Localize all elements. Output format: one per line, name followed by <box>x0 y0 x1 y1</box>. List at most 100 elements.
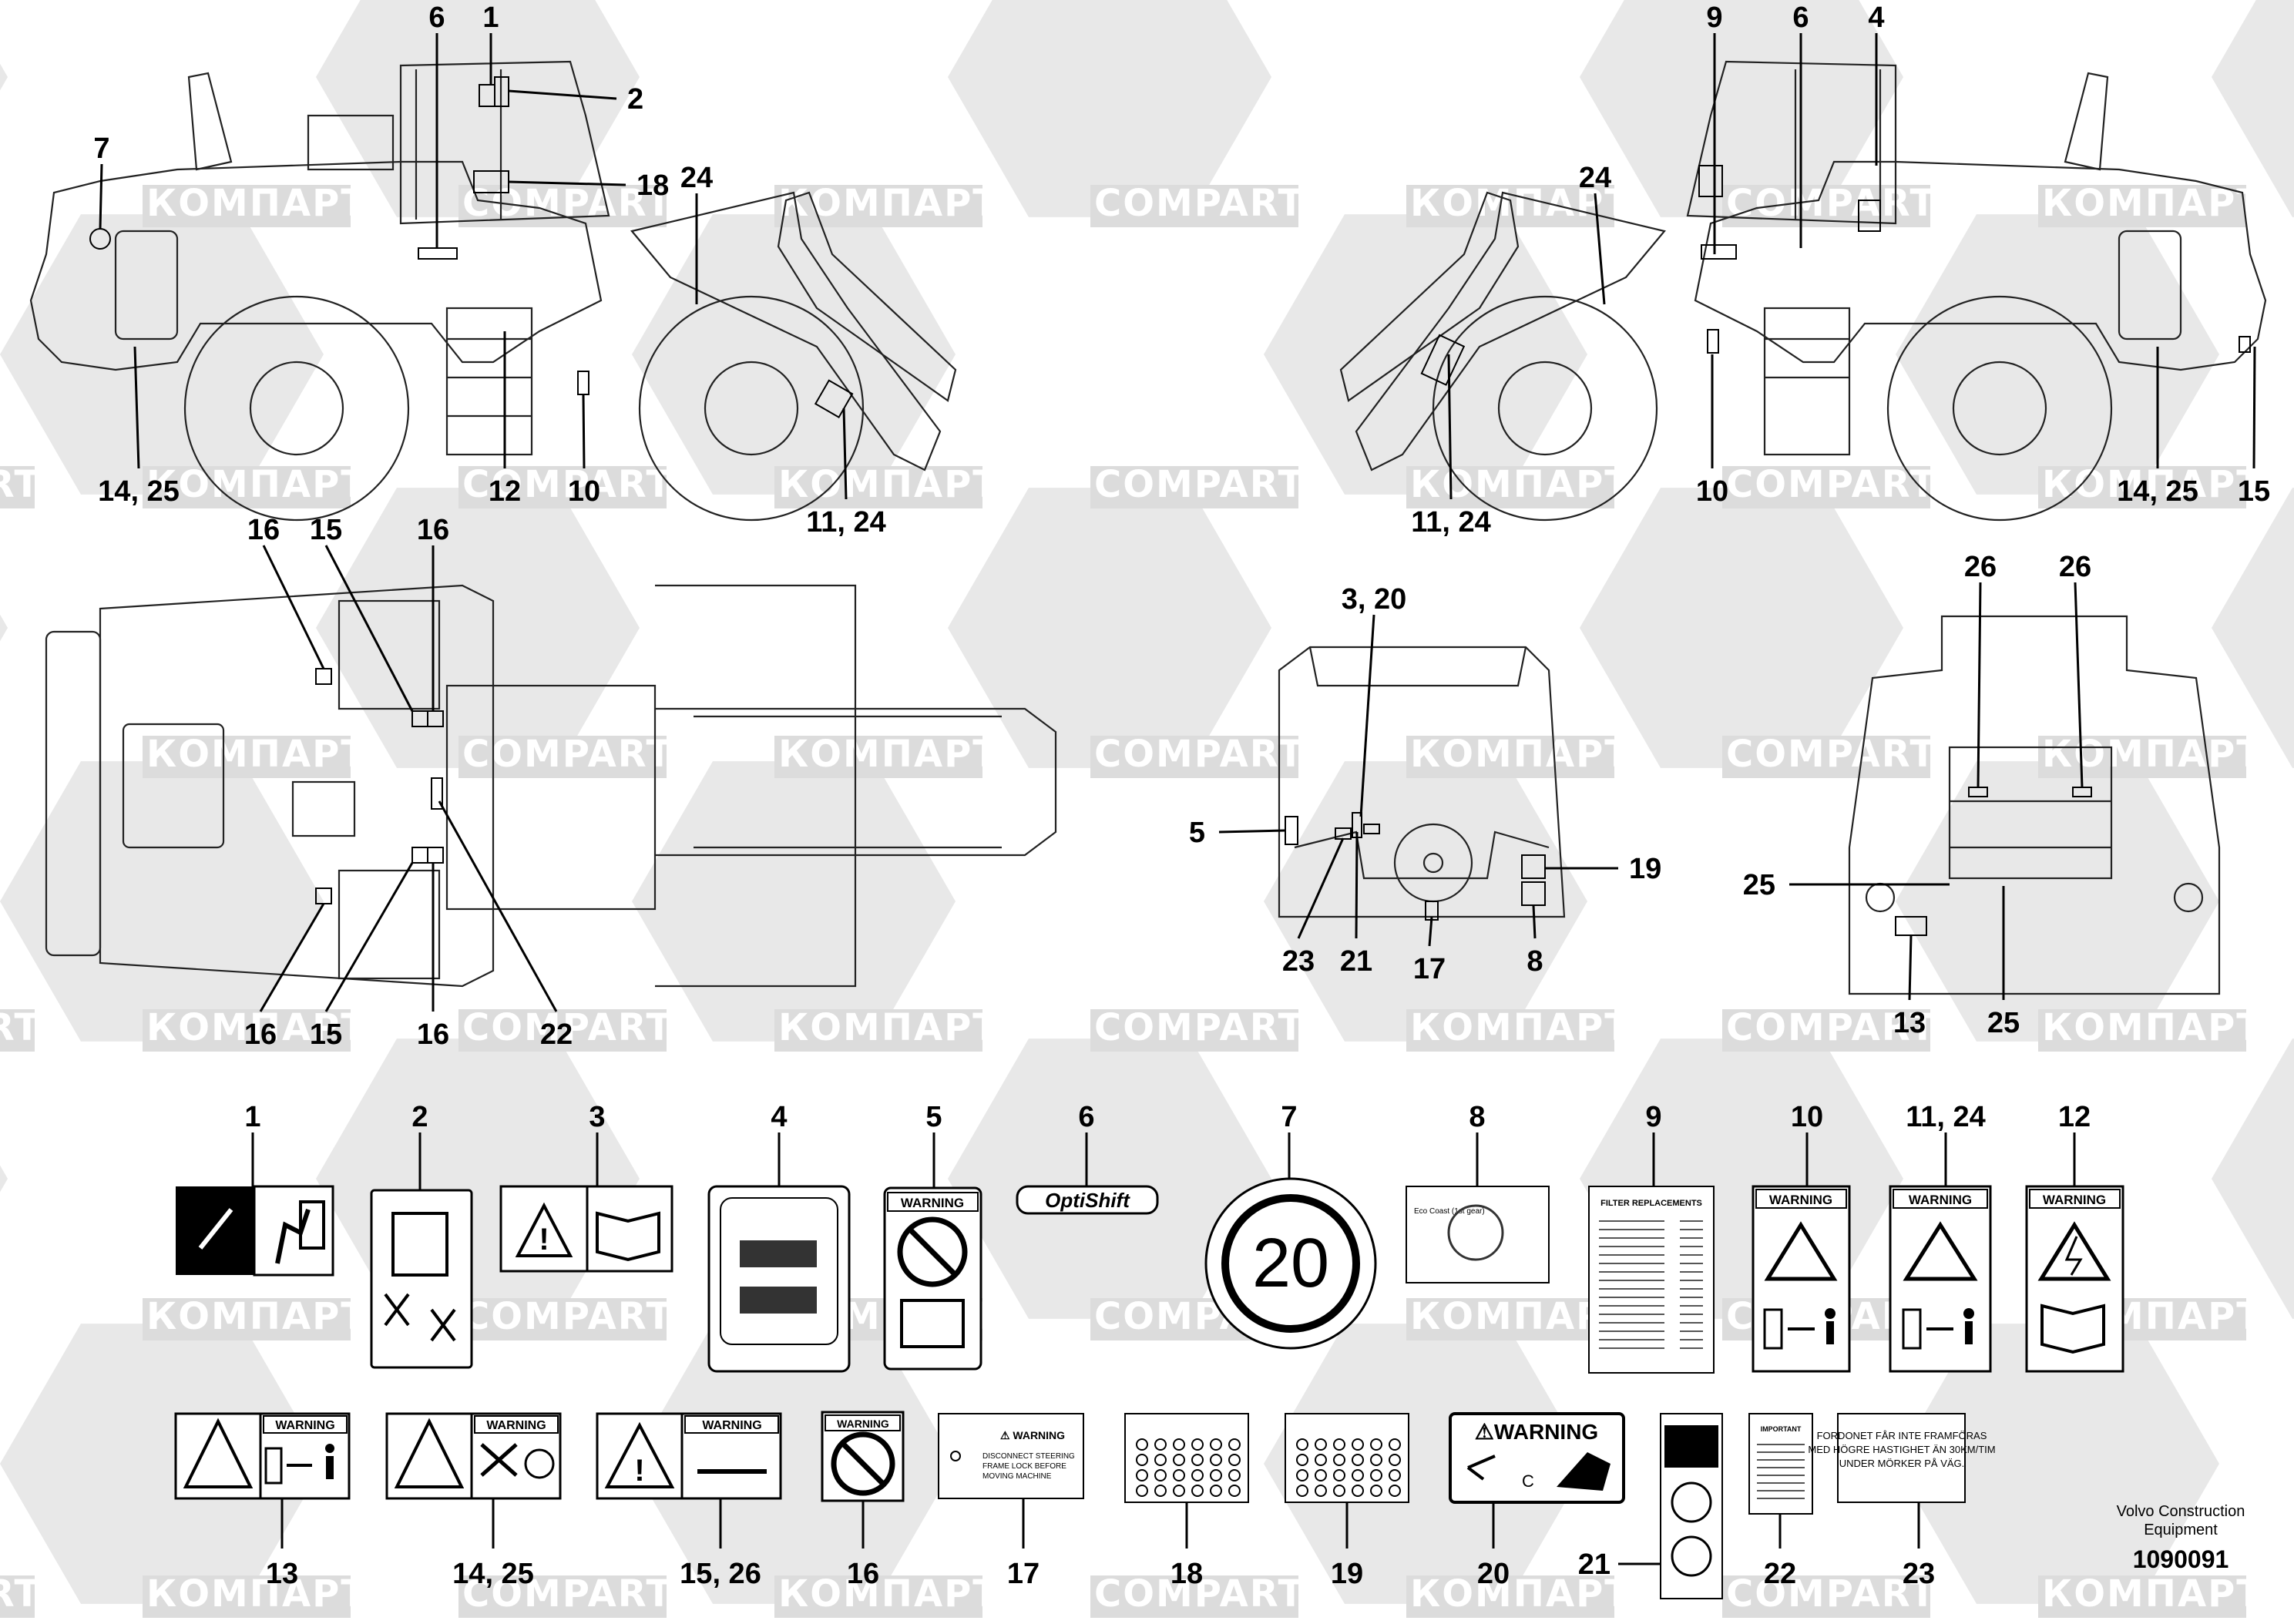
decal-number: 4 <box>771 1101 787 1133</box>
decal-number: 17 <box>1007 1558 1040 1590</box>
decal-number: 7 <box>1281 1101 1297 1133</box>
decal-19-controls <box>1285 1413 1409 1503</box>
decal-21-operator <box>1660 1413 1723 1599</box>
svg-text:!: ! <box>539 1223 549 1257</box>
decal-number: 22 <box>1764 1558 1796 1590</box>
callout-number: 15 <box>310 514 342 546</box>
callout-number: 15 <box>310 1018 342 1051</box>
svg-text:COMPART: COMPART <box>0 1572 41 1616</box>
decal-number: 13 <box>266 1558 298 1590</box>
svg-text:WARNING: WARNING <box>901 1196 964 1210</box>
decal-13-warning: WARNING <box>174 1412 351 1500</box>
svg-text:WARNING: WARNING <box>1769 1193 1832 1207</box>
callout-number: 11, 24 <box>806 506 886 539</box>
decal-7-speed-limit: 20 <box>1204 1177 1377 1350</box>
svg-text:COMPART: COMPART <box>1094 1006 1305 1049</box>
callout-number: 3, 20 <box>1342 583 1407 616</box>
callout-number: 24 <box>1579 162 1611 194</box>
decal-1-emergency-exit <box>176 1185 334 1277</box>
callout-number: 26 <box>1964 551 1997 583</box>
svg-text:КОМПАРТ: КОМПАРТ <box>2042 182 2263 225</box>
decal-number: 2 <box>411 1101 428 1133</box>
callout-number: 22 <box>540 1018 573 1051</box>
decal-number: 3 <box>589 1101 605 1133</box>
svg-text:COMPART: COMPART <box>1726 1006 1936 1049</box>
callout-number: 23 <box>1282 945 1315 978</box>
decal-number: 12 <box>2058 1101 2091 1133</box>
svg-text:КОМПАРТ: КОМПАРТ <box>1410 733 1631 776</box>
callout-number: 10 <box>568 475 600 508</box>
svg-text:КОМПАРТ: КОМПАРТ <box>1410 463 1631 506</box>
decal-5-warning: WARNING <box>883 1186 982 1371</box>
decal-20-warning: ⚠WARNING C <box>1449 1412 1625 1504</box>
svg-text:КОМПАРТ: КОМПАРТ <box>2042 1572 2263 1616</box>
svg-text:OptiShift: OptiShift <box>1045 1189 1130 1212</box>
callout-number: 5 <box>1189 817 1205 849</box>
decal-22-important: IMPORTANT <box>1748 1413 1813 1515</box>
decal-number: 6 <box>1078 1101 1094 1133</box>
decal-3-read-manual: ! <box>499 1185 673 1273</box>
callout-number: 19 <box>1629 853 1661 885</box>
svg-text:COMPART: COMPART <box>462 1006 673 1049</box>
svg-text:20: 20 <box>1252 1225 1329 1302</box>
decal-number: 23 <box>1903 1558 1935 1590</box>
svg-text:IMPORTANT: IMPORTANT <box>1761 1425 1802 1433</box>
side-view-right <box>1339 60 2267 522</box>
part-number: 1090091 <box>2132 1545 2229 1573</box>
svg-text:COMPART: COMPART <box>462 1572 673 1616</box>
decal-number: 16 <box>847 1558 879 1590</box>
callout-number: 6 <box>428 2 445 34</box>
callout-number: 15 <box>2238 475 2270 508</box>
svg-text:КОМПАРТ: КОМПАРТ <box>778 463 999 506</box>
callout-number: 6 <box>1792 2 1809 34</box>
decal-15-warning: WARNING ! <box>596 1412 782 1500</box>
svg-text:COMPART: COMPART <box>1094 463 1305 506</box>
decal-number: 19 <box>1331 1558 1363 1590</box>
callout-number: 14, 25 <box>98 475 180 508</box>
callout-number: 25 <box>1987 1007 2020 1039</box>
decal-number: 5 <box>925 1101 942 1133</box>
decal-10-warning: WARNING <box>1752 1185 1851 1373</box>
callout-number: 16 <box>417 1018 449 1051</box>
svg-text:COMPART: COMPART <box>0 1006 41 1049</box>
svg-text:C: C <box>1522 1471 1534 1491</box>
decal-number: 10 <box>1791 1101 1823 1133</box>
decal-18-controls <box>1124 1413 1249 1503</box>
svg-text:WARNING: WARNING <box>702 1419 761 1432</box>
svg-text:COMPART: COMPART <box>1094 1572 1305 1616</box>
callout-number: 21 <box>1340 945 1372 978</box>
callout-number: 13 <box>1893 1007 1926 1039</box>
decal-row-1: ! WARNING OptiShift 20 <box>176 1177 2124 1374</box>
decal-number: 15, 26 <box>680 1558 761 1590</box>
decal-number: 20 <box>1477 1558 1510 1590</box>
svg-text:Eco Coast (1st gear): Eco Coast (1st gear) <box>1414 1207 1485 1216</box>
svg-text:COMPART: COMPART <box>0 463 41 506</box>
svg-text:КОМПАРТ: КОМПАРТ <box>146 1572 368 1616</box>
decal-12-electrical-warning: WARNING <box>2025 1185 2124 1373</box>
credit-block: Volvo Construction Equipment 1090091 <box>2081 1502 2281 1574</box>
svg-text:COMPART: COMPART <box>462 463 673 506</box>
decal-11-warning: WARNING <box>1889 1185 1992 1373</box>
svg-text:WARNING: WARNING <box>1909 1193 1972 1207</box>
callout-number: 17 <box>1413 953 1446 985</box>
decal-14-warning: WARNING <box>385 1412 562 1500</box>
decal-6-optishift: OptiShift <box>1016 1185 1159 1215</box>
decal-2-seat <box>370 1189 473 1369</box>
svg-text:WARNING: WARNING <box>837 1418 889 1430</box>
svg-text:COMPART: COMPART <box>462 733 673 776</box>
decal-row-2: WARNING WARNING WARNING ! <box>174 1411 1996 1599</box>
decal-9-filter: FILTER REPLACEMENTS <box>1588 1186 1715 1374</box>
svg-text:WARNING: WARNING <box>486 1419 546 1432</box>
svg-text:КОМПАРТ: КОМПАРТ <box>146 463 368 506</box>
svg-text:КОМПАРТ: КОМПАРТ <box>2042 463 2263 506</box>
callout-number: 1 <box>482 2 499 34</box>
callout-number: 12 <box>489 475 521 508</box>
svg-text:КОМПАРТ: КОМПАРТ <box>778 1006 999 1049</box>
callout-number: 16 <box>244 1018 277 1051</box>
callout-number: 16 <box>417 514 449 546</box>
